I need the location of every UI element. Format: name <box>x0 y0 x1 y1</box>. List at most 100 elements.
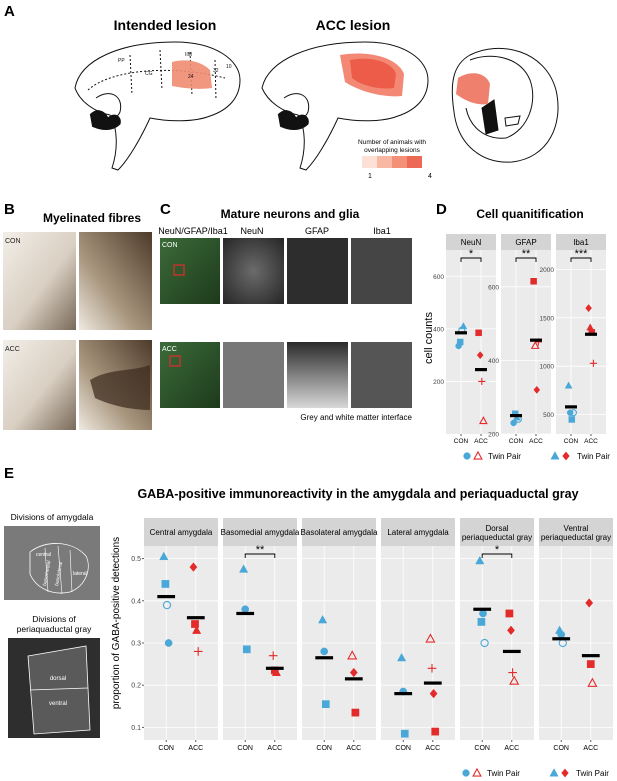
facet-label: Iba1 <box>573 238 589 247</box>
y-tick-label: 600 <box>488 284 499 291</box>
facet-strip <box>223 518 297 546</box>
merged-acc <box>160 342 220 408</box>
legend-marker-open-triangle <box>473 450 483 460</box>
coronal-lesion-region <box>456 73 490 105</box>
data-point <box>475 555 485 565</box>
panel-letter-b: B <box>4 201 15 218</box>
intended-lesion-region <box>172 60 212 89</box>
legend-marker-diamond <box>561 768 569 778</box>
mean-bar <box>236 611 255 616</box>
divisions-pag-title-line2: periaquaductal gray <box>17 624 92 634</box>
mean-bar <box>455 331 467 335</box>
gfap-acc <box>287 342 348 408</box>
mean-bar <box>475 368 487 372</box>
y-tick-label: 0.4 <box>131 598 141 605</box>
fluorescence-micrographs <box>160 238 412 408</box>
y-tick-label: 0.2 <box>131 683 141 690</box>
y-tick-label: 0.3 <box>131 641 141 648</box>
panel-e-ylabel: proportion of GABA-positive detections <box>111 537 122 709</box>
region-label-24: 24 <box>188 74 194 80</box>
mean-bar <box>585 332 597 336</box>
facet-label-line2: periaqueductal gray <box>541 533 611 542</box>
myelinated-fibres-title: Myelinated fibres <box>43 211 141 225</box>
facet-strip <box>446 234 496 250</box>
data-point <box>479 416 488 425</box>
panel-e-legend <box>462 767 569 778</box>
region-label-10: 10 <box>226 64 232 70</box>
pag-region-ventral: ventral <box>49 701 67 707</box>
mean-bar <box>157 595 176 599</box>
x-tick-label: CON <box>316 745 332 752</box>
x-tick-label: ACC <box>504 745 519 752</box>
significance-bracket <box>570 257 592 262</box>
data-point <box>400 729 409 738</box>
data-point <box>477 618 486 626</box>
significance-label: ** <box>256 544 265 556</box>
significance-label: * <box>469 248 474 260</box>
mean-bar <box>510 414 522 418</box>
data-point <box>161 580 170 588</box>
data-point <box>321 700 330 709</box>
x-tick-label: CON <box>509 438 524 445</box>
panel-letter-c: C <box>160 201 171 218</box>
data-point <box>587 677 598 687</box>
micrograph-row-acc: ACC <box>162 346 177 353</box>
data-point <box>530 278 537 285</box>
myelin-row-acc: ACC <box>5 346 20 353</box>
facet-label-line1: Lateral amygdala <box>387 528 449 537</box>
facet-strip <box>501 234 551 250</box>
merged-con-roi <box>173 264 185 276</box>
lesion-count-legend <box>362 156 422 168</box>
data-point <box>564 381 573 389</box>
mean-bar <box>552 637 571 641</box>
data-point <box>569 409 577 417</box>
col-label-neun: NeuN <box>240 226 263 236</box>
micrograph-footer: Grey and white matter interface <box>300 413 412 422</box>
mean-bar <box>565 405 577 409</box>
micrograph-column-labels: NeuN/GFAP/Iba1 NeuN GFAP Iba1 <box>158 226 391 236</box>
panel-letter-d: D <box>436 201 447 218</box>
x-tick-label: CON <box>553 745 569 752</box>
y-tick-label: 2000 <box>540 267 555 274</box>
panel-e-legend-label-2: Twin Pair <box>576 769 609 778</box>
data-point <box>479 609 487 618</box>
facet-panel <box>501 250 551 434</box>
x-tick-label: CON <box>454 438 469 445</box>
facet-strip <box>556 234 606 250</box>
significance-label: * <box>495 544 500 556</box>
data-point <box>189 562 198 572</box>
data-point <box>478 377 486 386</box>
legend-title-line1: Number of animals with <box>358 139 426 146</box>
y-tick-label: 400 <box>433 326 444 333</box>
merged-con <box>160 238 220 304</box>
data-point <box>349 667 358 678</box>
data-point <box>427 663 437 673</box>
x-tick-label: ACC <box>425 745 440 752</box>
legend-swatch-4 <box>407 156 422 168</box>
myelin-micrographs <box>3 232 152 430</box>
legend-marker-circle <box>463 452 471 460</box>
divisions-pag-title-line1: Divisions of <box>32 614 76 624</box>
significance-bracket <box>460 257 482 262</box>
data-point <box>533 385 541 394</box>
data-point <box>159 551 169 561</box>
divisions-amygdala-title: Divisions of amygdala <box>11 512 94 522</box>
facet-label: GFAP <box>515 238 536 247</box>
data-point <box>480 638 489 648</box>
pag-region-dorsal: dorsal <box>50 676 66 682</box>
facet-label-line1: Central amygdala <box>150 528 213 537</box>
x-tick-label: ACC <box>529 438 543 445</box>
x-tick-label: ACC <box>584 438 598 445</box>
legend-marker-circle <box>462 769 470 777</box>
y-tick-label: 400 <box>488 358 499 365</box>
legend-swatch-1 <box>362 156 377 168</box>
legend-min: 1 <box>368 173 372 180</box>
mean-bar <box>530 338 542 342</box>
significance-label: ** <box>522 248 531 260</box>
data-point <box>530 340 540 349</box>
data-point <box>509 675 520 685</box>
myelin-con-right <box>79 232 152 330</box>
amygdala-section <box>4 526 100 600</box>
